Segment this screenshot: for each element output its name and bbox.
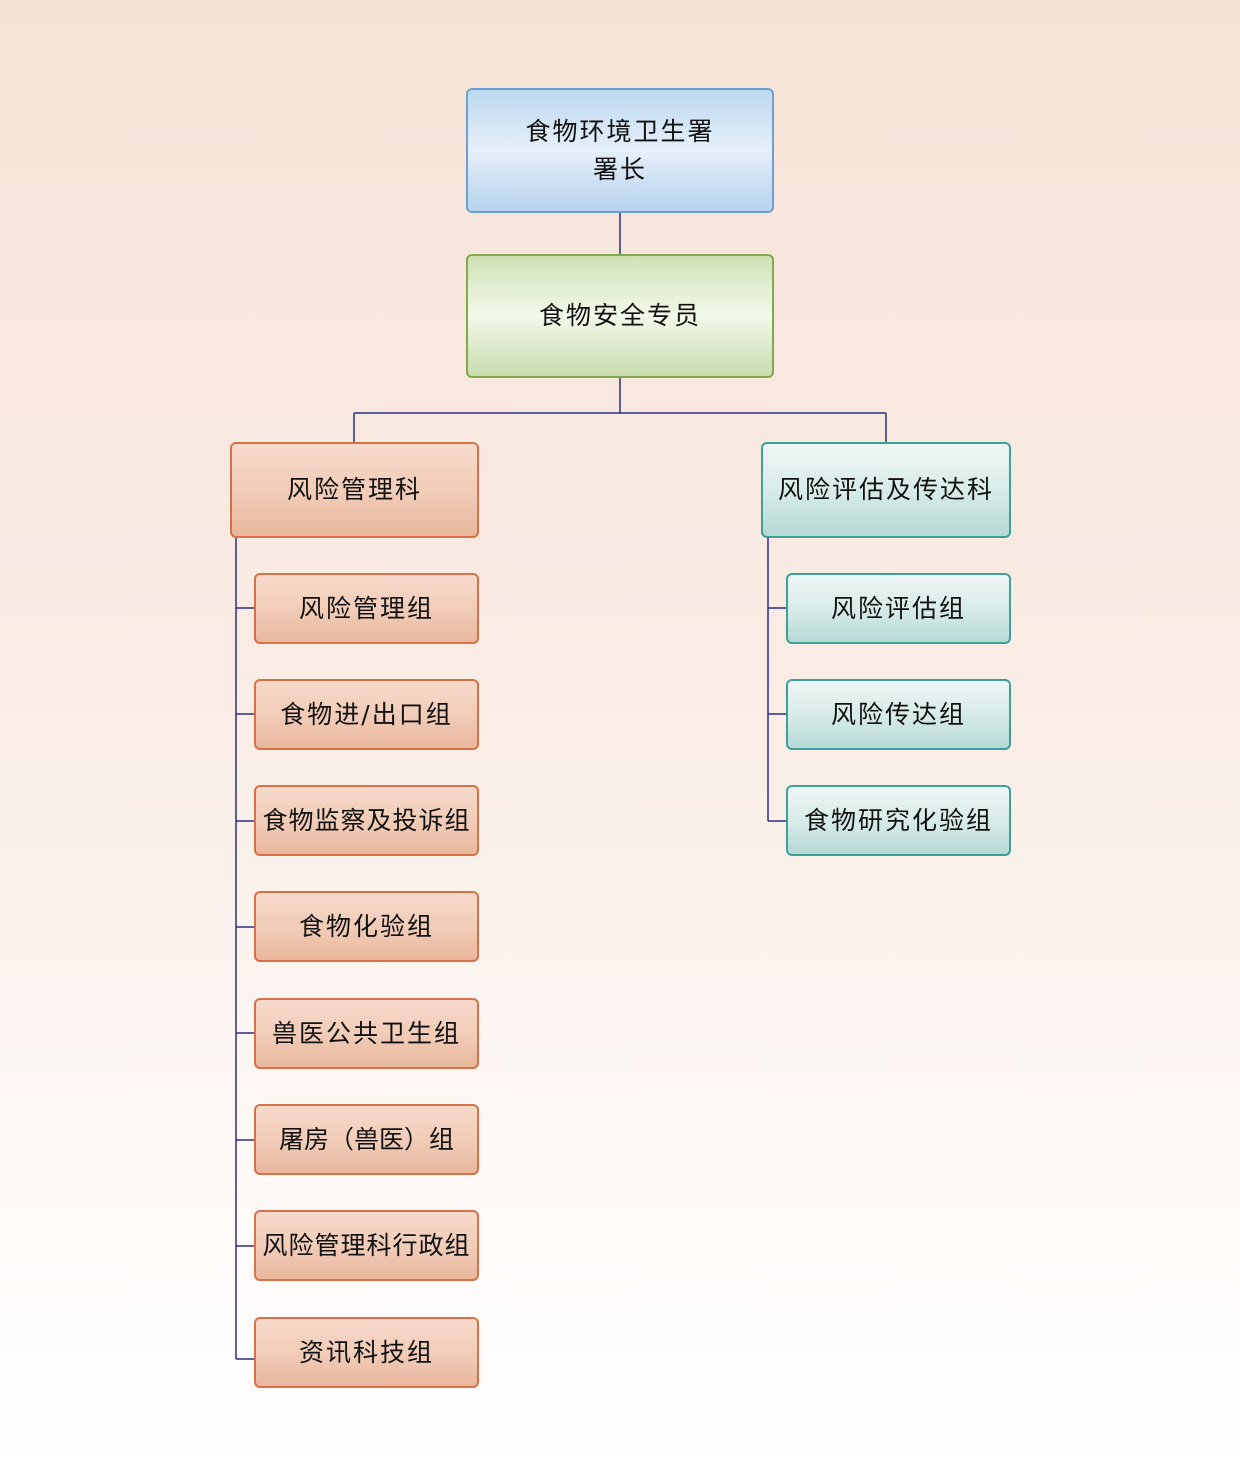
- left-unit-box: 食物进/出口组: [254, 679, 479, 750]
- right-unit-label: 风险评估组: [830, 593, 966, 623]
- left-unit-box: 风险管理组: [254, 573, 479, 644]
- left-unit-label: 食物进/出口组: [280, 699, 453, 729]
- left-unit-box: 屠房（兽医）组: [254, 1104, 479, 1175]
- left-unit-label: 风险管理科行政组: [262, 1230, 471, 1260]
- left-branch-box: 风险管理科: [230, 442, 479, 538]
- right-branch-title: 风险评估及传达科: [777, 475, 994, 504]
- right-branch-box: 风险评估及传达科: [761, 442, 1011, 538]
- director-subtitle: 署长: [592, 154, 647, 184]
- right-unit-label: 食物研究化验组: [803, 805, 993, 835]
- controller-title: 食物安全专员: [538, 301, 701, 330]
- right-unit-box: 风险传达组: [786, 679, 1011, 750]
- left-unit-box: 食物监察及投诉组: [254, 785, 479, 856]
- left-unit-box: 风险管理科行政组: [254, 1210, 479, 1281]
- director-box: 食物环境卫生署 署长: [466, 88, 774, 213]
- left-unit-label: 风险管理组: [298, 593, 434, 623]
- right-unit-box: 食物研究化验组: [786, 785, 1011, 856]
- left-unit-label: 食物化验组: [298, 911, 434, 941]
- director-title: 食物环境卫生署: [525, 116, 715, 146]
- left-unit-label: 屠房（兽医）组: [278, 1124, 454, 1154]
- left-unit-box: 食物化验组: [254, 891, 479, 962]
- left-unit-box: 兽医公共卫生组: [254, 998, 479, 1069]
- left-unit-label: 食物监察及投诉组: [262, 805, 471, 835]
- left-branch-title: 风险管理科: [286, 475, 422, 504]
- left-unit-label: 兽医公共卫生组: [271, 1018, 461, 1048]
- right-unit-label: 风险传达组: [830, 699, 966, 729]
- left-unit-box: 资讯科技组: [254, 1317, 479, 1388]
- right-unit-box: 风险评估组: [786, 573, 1011, 644]
- left-unit-label: 资讯科技组: [298, 1337, 434, 1367]
- controller-box: 食物安全专员: [466, 254, 774, 378]
